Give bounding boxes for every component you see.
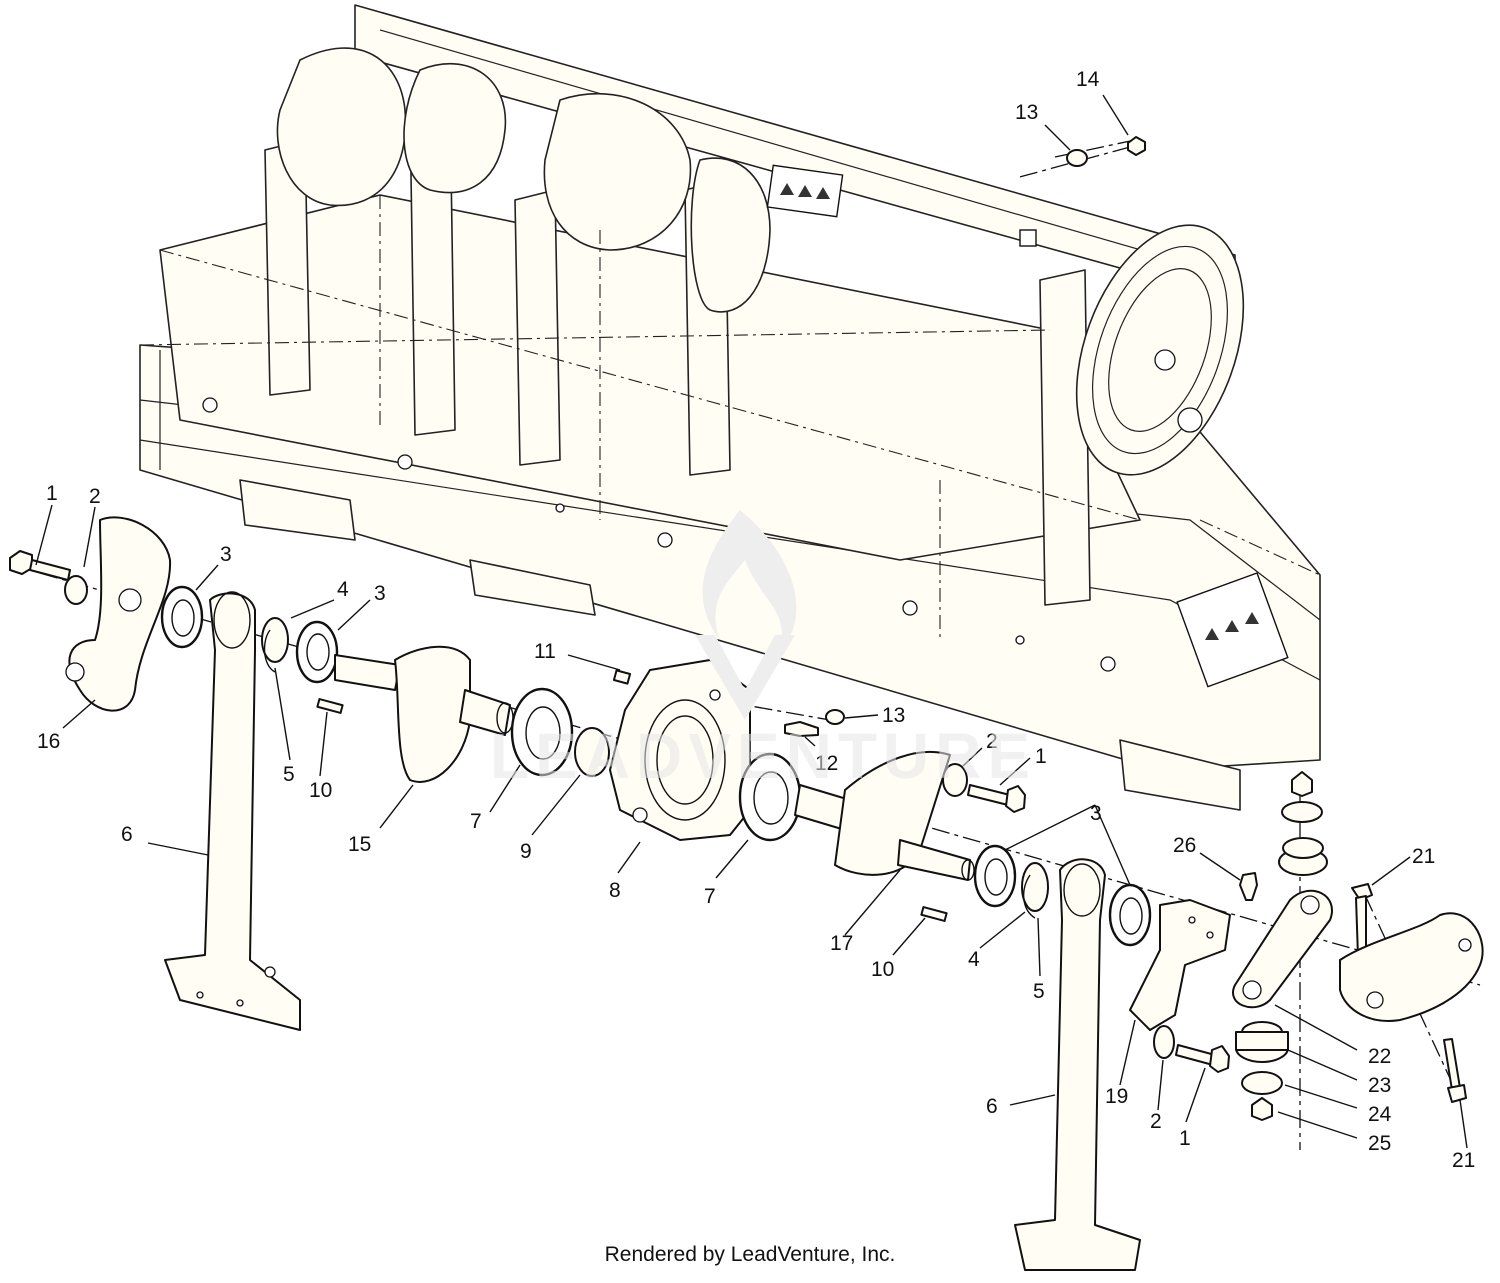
clip-part-5-left [263,629,276,673]
arm-part-6-right [1014,858,1141,1271]
callout-15: 15 [348,833,371,856]
callout-3: 3 [1090,802,1102,825]
callout-3: 3 [220,543,232,566]
callout-11: 11 [534,640,556,663]
callout-1: 1 [46,482,58,505]
callout-4: 4 [337,578,349,601]
callout-7: 7 [470,810,482,833]
callout-14: 14 [1076,68,1100,91]
washer-part-2-center [942,763,968,797]
nut-part-14 [1127,136,1146,156]
callout-25: 25 [1368,1132,1391,1155]
callout-10: 10 [871,958,894,981]
crank-part-15 [334,645,514,783]
clip-part-5-right [1023,874,1036,919]
callout-1: 1 [1179,1127,1191,1150]
callout-9: 9 [520,840,532,863]
callout-17: 17 [830,932,853,955]
bearing-part-3-second [295,620,339,684]
bearing-part-3-right-a [973,844,1017,908]
ring-part-4-left [261,617,289,663]
bolt-part-1-center [967,784,1026,813]
screw-part-11 [612,669,632,685]
callout-5: 5 [283,763,295,786]
callout-3: 3 [374,582,386,605]
callout-labels: 1 2 3 4 3 16 5 10 6 15 11 13 12 7 9 8 7 … [37,68,1475,1172]
callout-21: 21 [1452,1149,1475,1172]
callout-2: 2 [89,485,101,508]
washer-part-2-left [64,575,88,605]
crank-part-17 [794,750,975,881]
callout-21: 21 [1412,845,1435,868]
washer-part-13-top [1066,149,1088,167]
bracket-part-19 [1129,899,1231,1031]
arm-part-6-left [164,591,301,1031]
callout-12: 12 [815,752,838,775]
bearing-part-3-right-b [1108,883,1152,947]
sleeve-part-9 [574,727,610,777]
bearing-part-3-left [160,585,204,649]
callout-4: 4 [968,948,980,971]
cam-plate-part-16 [68,516,172,712]
callout-5: 5 [1033,980,1045,1003]
callout-26: 26 [1173,834,1196,857]
screw-part-12 [784,721,819,737]
callout-16: 16 [37,730,60,753]
frame-assembly [139,4,1321,811]
callout-8: 8 [609,879,621,902]
ring-part-4-right [1021,862,1049,912]
callout-6: 6 [986,1095,998,1118]
bolt-part-1-lower [1175,1044,1230,1073]
nut-part-25 [1251,1097,1273,1121]
washer-part-2-lower [1153,1025,1175,1059]
bolt-part-1-left [9,550,71,581]
key-part-10-right [920,906,948,922]
callout-13: 13 [882,704,905,727]
callout-1: 1 [1035,745,1047,768]
callout-19: 19 [1105,1085,1128,1108]
callout-10: 10 [309,779,332,802]
callout-13: 13 [1015,101,1038,124]
washer-part-24 [1241,1071,1283,1095]
rendered-by-credit: Rendered by LeadVenture, Inc. [604,1243,896,1266]
callout-7: 7 [704,885,716,908]
callout-6: 6 [121,823,133,846]
callout-24: 24 [1368,1103,1392,1126]
screw-part-26 [1239,872,1258,901]
housing-part-8 [609,659,751,841]
isolator-upper [1278,771,1328,876]
callout-2: 2 [1150,1110,1162,1133]
key-part-10-left [316,698,344,714]
callout-23: 23 [1368,1074,1391,1097]
isolator-part-23 [1235,1021,1289,1063]
bearing-part-7-left [510,687,574,777]
callout-2: 2 [986,730,998,753]
link-part-22 [1232,889,1333,1009]
bearing-part-7-right [738,752,802,842]
leader-lines [35,94,1468,1149]
bolt-part-21-lower [1443,1038,1467,1103]
callout-22: 22 [1368,1045,1391,1068]
washer-part-13-center [825,709,845,725]
